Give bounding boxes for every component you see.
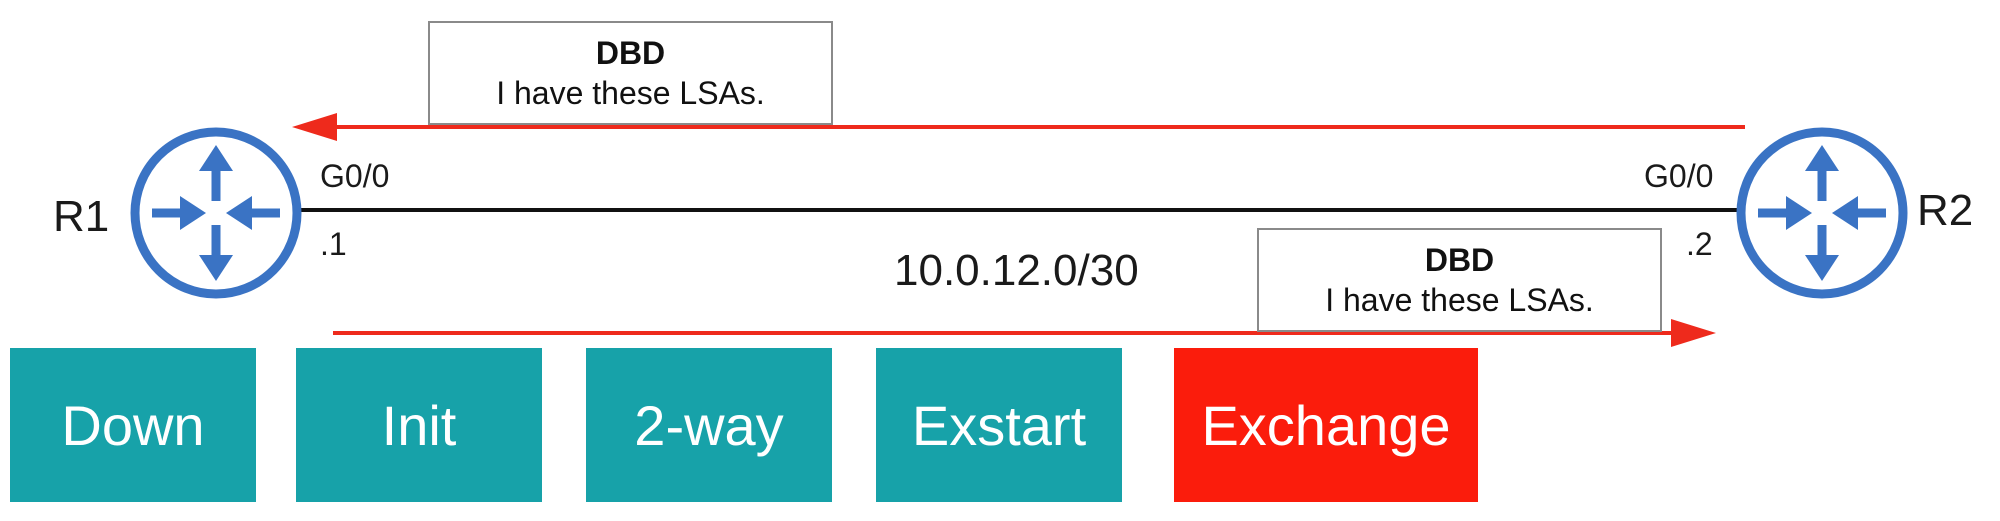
state-init-label: Init [381,393,457,457]
r2-interface-label: G0/0 [1644,158,1714,194]
state-exchange: Exchange [1174,348,1478,502]
dbd-message-top: DBD I have these LSAs. [428,21,833,125]
dbd-arrow-r2-to-r1 [292,113,1745,141]
dbd-arrow-r1-to-r2 [333,319,1716,347]
state-down: Down [10,348,256,502]
state-down-label: Down [61,393,205,457]
router-r1-label: R1 [53,192,110,241]
state-2-way-label: 2-way [634,393,784,457]
dbd-body-bottom: I have these LSAs. [1325,282,1594,318]
state-exstart: Exstart [876,348,1122,502]
dbd-title-top: DBD [595,35,666,71]
state-init: Init [296,348,542,502]
state-2-way: 2-way [586,348,832,502]
dbd-message-bottom: DBD I have these LSAs. [1257,228,1662,332]
state-exstart-label: Exstart [911,393,1087,457]
router-r2-label: R2 [1917,186,1974,235]
r1-interface-label: G0/0 [320,158,390,194]
router-icon [1736,127,1908,299]
r2-ip-label: .2 [1686,226,1713,262]
dbd-body-top: I have these LSAs. [496,75,765,111]
state-exchange-label: Exchange [1201,393,1451,457]
subnet-label: 10.0.12.0/30 [894,246,1139,295]
r1-ip-label: .1 [320,226,347,262]
dbd-title-bottom: DBD [1424,242,1495,278]
router-icon [130,127,302,299]
